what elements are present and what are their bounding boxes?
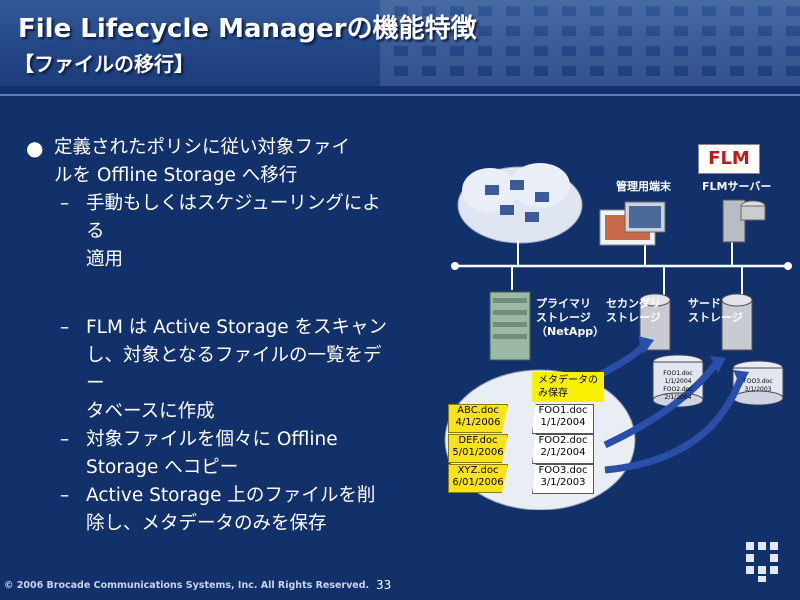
sub-bullet-3: – 対象ファイルを個々に Offline Storage へコピー: [60, 426, 396, 482]
sub-bullet-text: Active Storage 上のファイルを削: [86, 485, 376, 506]
third-cylinder-text: FOO3.doc 3/1/2003: [743, 378, 773, 393]
bullet-dot-icon: ●: [26, 136, 44, 160]
sub-bullet-text: 手動もしくはスケジューリングによる: [86, 193, 381, 242]
dash-icon: –: [60, 193, 70, 214]
management-terminal-icon: [599, 201, 666, 246]
architecture-diagram: FLM 管理用端末 FLMサーバー プライマリ ストレージ （NetApp） セ…: [440, 140, 800, 510]
primary-storage-label: プライマリ ストレージ （NetApp）: [536, 297, 605, 338]
network-cloud-icon: [457, 163, 583, 244]
slide-subtitle: 【ファイルの移行】: [14, 52, 194, 76]
sub-bullet-text: 適用: [86, 249, 124, 270]
copyright-footer: © 2006 Brocade Communications Systems, I…: [4, 580, 370, 591]
header-band: File Lifecycle Managerの機能特徴 【ファイルの移行】: [0, 0, 800, 86]
mgmt-terminal-label: 管理用端末: [616, 180, 671, 193]
sub-bullet-text: FLM は Active Storage をスキャン: [86, 317, 388, 338]
bullet-main: ● 定義されたポリシに従い対象ファイ ルを Offline Storage へ移…: [26, 134, 396, 190]
sub-bullet-text: Storage へコピー: [86, 457, 239, 478]
brocade-logo-icon: [746, 542, 778, 582]
slide-title: File Lifecycle Managerの機能特徴: [18, 14, 477, 44]
flm-server-icon: [722, 199, 766, 243]
flm-logo: FLM: [698, 144, 760, 174]
sub-bullet-1: – 手動もしくはスケジューリングによる 適用: [60, 190, 396, 274]
sub-bullet-text: 除し、メタデータのみを保存: [86, 513, 327, 534]
dash-icon: –: [60, 485, 70, 506]
page-number: 33: [376, 578, 392, 592]
sub-bullet-4: – Active Storage 上のファイルを削 除し、メタデータのみを保存: [60, 482, 396, 538]
bullet-main-text: 定義されたポリシに従い対象ファイ: [54, 137, 351, 158]
bullet-main-text: ルを Offline Storage へ移行: [54, 165, 298, 186]
flm-server-label: FLMサーバー: [702, 180, 772, 193]
metadata-note: メタデータの み保存: [532, 372, 604, 402]
secondary-storage-label: セカンダリ ストレージ: [606, 297, 661, 324]
sub-bullet-text: し、対象となるファイルの一覧をデー: [86, 345, 382, 394]
dash-icon: –: [60, 429, 70, 450]
header-divider: [0, 94, 800, 96]
dash-icon: –: [60, 317, 70, 338]
sub-bullet-text: タベースに作成: [86, 401, 215, 422]
sub-bullet-2: – FLM は Active Storage をスキャン し、対象となるファイル…: [60, 314, 396, 426]
bullet-list: ● 定義されたポリシに従い対象ファイ ルを Offline Storage へ移…: [26, 134, 396, 538]
sub-bullet-text: 対象ファイルを個々に Offline: [86, 429, 338, 450]
third-storage-label: サード ストレージ: [688, 297, 743, 324]
primary-storage-icon: [489, 291, 531, 361]
header-pattern: [380, 0, 800, 86]
